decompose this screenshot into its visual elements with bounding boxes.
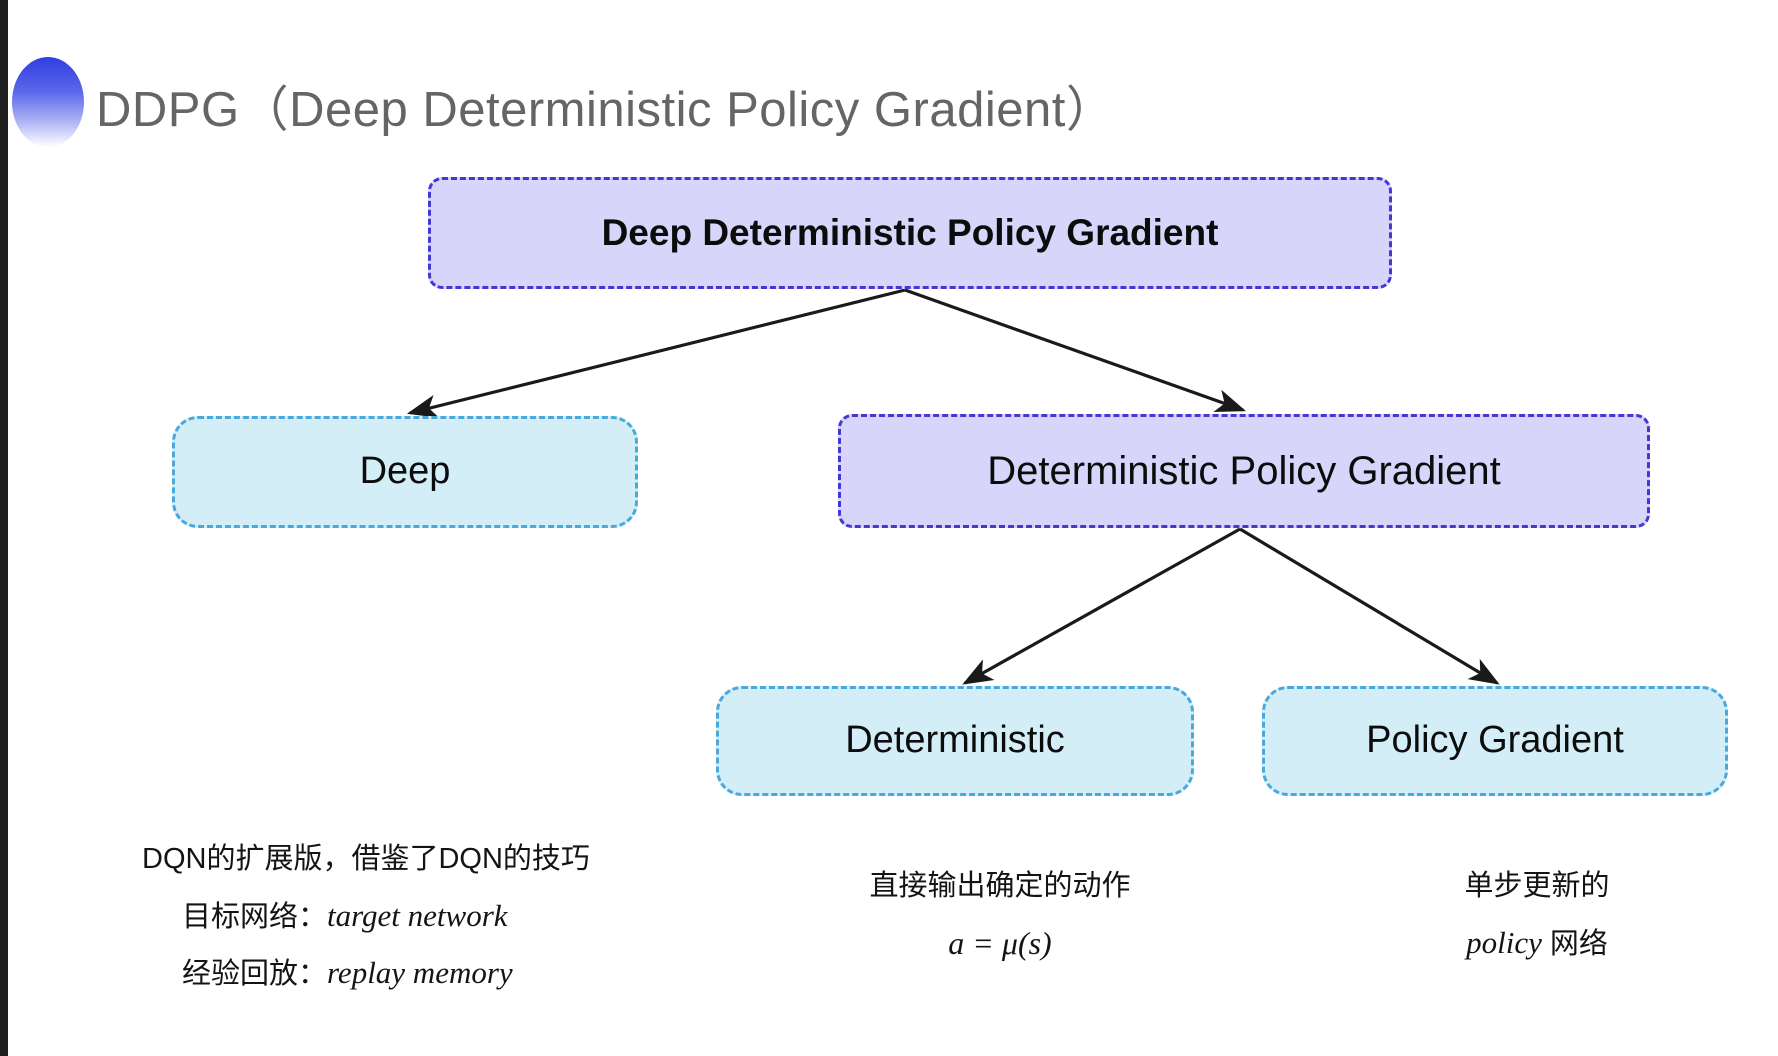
annotation-deep-line-3: 经验回放：replay memory <box>142 944 590 1002</box>
annotation-deep-line-3-label: 经验回放： <box>182 958 328 991</box>
annotation-deep-line-2-term: target network <box>327 897 508 933</box>
node-deterministic[interactable]: Deterministic <box>716 686 1194 796</box>
left-edge-letterbox <box>0 0 8 1056</box>
annotation-deep-line-3-term: replay memory <box>327 955 513 991</box>
edge-dpg-to-policy-gradient <box>1239 527 1500 685</box>
node-label: Deep <box>359 450 451 493</box>
annotation-deterministic: 直接输出确定的动作 a = μ(s) <box>840 860 1160 973</box>
annotation-policy-gradient-line-1: 单步更新的 <box>1464 870 1610 902</box>
annotation-policy-gradient-suffix: 网络 <box>1541 927 1608 960</box>
annotation-deterministic-line-1: 直接输出确定的动作 <box>869 870 1131 902</box>
node-deep-deterministic-policy-gradient[interactable]: Deep Deterministic Policy Gradient <box>428 177 1392 289</box>
annotation-deep-line-1: DQN的扩展版，借鉴了DQN的技巧 <box>142 843 590 875</box>
node-label: Deep Deterministic Policy Gradient <box>601 211 1219 253</box>
edge-root-to-deep <box>406 288 906 418</box>
edge-dpg-to-deterministic <box>962 527 1241 685</box>
annotation-deep: DQN的扩展版，借鉴了DQN的技巧 目标网络：target network 经验… <box>142 833 590 1002</box>
edge-root-to-dpg <box>904 288 1247 413</box>
annotation-deterministic-formula: a = μ(s) <box>948 924 1052 961</box>
node-label: Policy Gradient <box>1366 719 1624 762</box>
node-label: Deterministic Policy Gradient <box>987 449 1501 493</box>
annotation-policy-gradient-term: policy <box>1466 924 1542 960</box>
node-deterministic-policy-gradient[interactable]: Deterministic Policy Gradient <box>838 414 1650 528</box>
node-policy-gradient[interactable]: Policy Gradient <box>1262 686 1728 796</box>
node-label: Deterministic <box>845 719 1065 762</box>
annotation-policy-gradient-line-2: policy 网络 <box>1402 914 1672 972</box>
node-deep[interactable]: Deep <box>172 416 638 528</box>
annotation-deep-line-2: 目标网络：target network <box>142 887 590 945</box>
annotation-policy-gradient: 单步更新的 policy 网络 <box>1402 860 1672 971</box>
title-gradient-circle-decoration <box>12 57 84 147</box>
annotation-deep-line-2-label: 目标网络： <box>182 900 328 933</box>
page-title: DDPG（Deep Deterministic Policy Gradient） <box>96 83 1116 137</box>
